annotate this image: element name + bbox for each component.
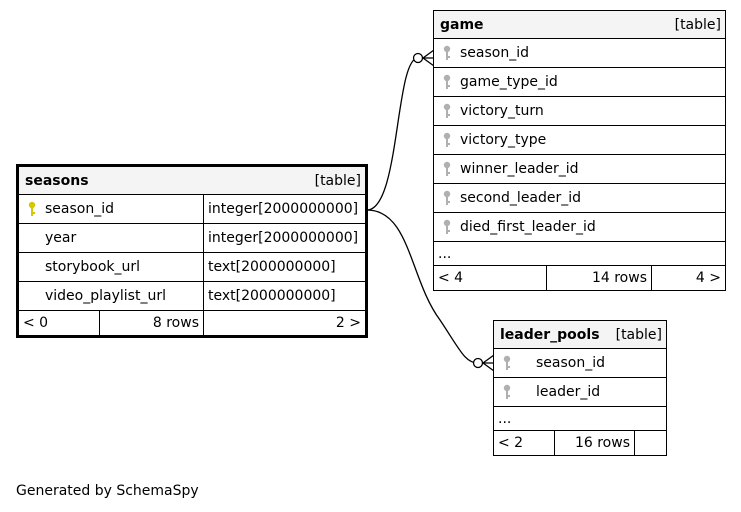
column-name: victory_type [460, 132, 547, 148]
column-type: text[2000000000] [203, 282, 336, 310]
seasons-to-game-edge [366, 57, 419, 211]
table-leader-pools[interactable]: leader_pools [table] season_id leader_id… [493, 320, 667, 456]
table-header: leader_pools [table] [494, 321, 666, 349]
more-columns[interactable]: ... [494, 407, 666, 431]
foreign-key-icon [443, 161, 451, 176]
column-name: second_leader_id [460, 190, 582, 206]
table-kind: [table] [615, 326, 662, 343]
table-game[interactable]: game [table] season_id game_type_id vict… [433, 10, 726, 291]
column-row[interactable]: season_id [494, 349, 666, 378]
column-name: video_playlist_url [45, 288, 166, 304]
children-link[interactable]: 4 > [651, 266, 725, 290]
generated-by-label: Generated by SchemaSpy [16, 483, 199, 499]
foreign-key-icon [503, 384, 511, 399]
table-kind: [table] [314, 172, 361, 189]
foreign-key-icon [443, 103, 451, 118]
children-link[interactable]: 2 > [203, 311, 365, 335]
column-row[interactable]: victory_turn [434, 97, 725, 126]
more-columns[interactable]: ... [434, 242, 725, 266]
column-row[interactable]: storybook_url text[2000000000] [19, 253, 365, 282]
foreign-key-icon [443, 45, 451, 60]
column-type: text[2000000000] [203, 253, 336, 281]
primary-key-icon [28, 201, 36, 216]
parents-link[interactable]: < 0 [23, 315, 49, 331]
table-seasons[interactable]: seasons [table] season_id integer[200000… [16, 164, 368, 338]
column-row[interactable]: season_id integer[2000000000] [19, 195, 365, 224]
column-name: season_id [536, 355, 605, 371]
column-row[interactable]: season_id [434, 39, 725, 68]
seasons-to-leader-pools-edge [366, 209, 479, 364]
column-name: year [45, 230, 77, 246]
column-row[interactable]: game_type_id [434, 68, 725, 97]
foreign-key-icon [443, 190, 451, 205]
row-count: 14 rows [546, 266, 651, 290]
table-header: game [table] [434, 11, 725, 39]
row-count: 8 rows [99, 311, 203, 335]
column-name: storybook_url [45, 259, 141, 275]
leader-pools-edge-optional-marker [472, 357, 484, 369]
column-row[interactable]: leader_id [494, 378, 666, 407]
column-row[interactable]: video_playlist_url text[2000000000] [19, 282, 365, 311]
column-name: season_id [45, 201, 114, 217]
table-footer: < 2 16 rows [494, 431, 666, 455]
column-name: season_id [460, 45, 529, 61]
table-name[interactable]: game [440, 16, 484, 33]
column-name: game_type_id [460, 74, 558, 90]
table-name[interactable]: seasons [25, 172, 89, 189]
parents-link[interactable]: < 4 [438, 270, 464, 286]
foreign-key-icon [503, 355, 511, 370]
column-name: victory_turn [460, 103, 544, 119]
column-type: integer[2000000000] [203, 195, 358, 223]
children-link[interactable] [634, 431, 666, 455]
row-count: 16 rows [554, 431, 634, 455]
parents-link[interactable]: < 2 [498, 435, 524, 451]
foreign-key-icon [443, 219, 451, 234]
game-edge-optional-marker [412, 52, 424, 64]
column-name: leader_id [536, 384, 601, 400]
foreign-key-icon [443, 132, 451, 147]
column-row[interactable]: winner_leader_id [434, 155, 725, 184]
table-header: seasons [table] [19, 167, 365, 195]
table-kind: [table] [674, 16, 721, 33]
column-name: died_first_leader_id [460, 219, 596, 235]
column-row[interactable]: died_first_leader_id [434, 213, 725, 242]
foreign-key-icon [443, 74, 451, 89]
table-name[interactable]: leader_pools [500, 326, 600, 343]
column-row[interactable]: second_leader_id [434, 184, 725, 213]
column-row[interactable]: victory_type [434, 126, 725, 155]
table-footer: < 0 8 rows 2 > [19, 311, 365, 335]
column-name: winner_leader_id [460, 161, 579, 177]
column-type: integer[2000000000] [203, 224, 358, 252]
column-row[interactable]: year integer[2000000000] [19, 224, 365, 253]
table-footer: < 4 14 rows 4 > [434, 266, 725, 290]
